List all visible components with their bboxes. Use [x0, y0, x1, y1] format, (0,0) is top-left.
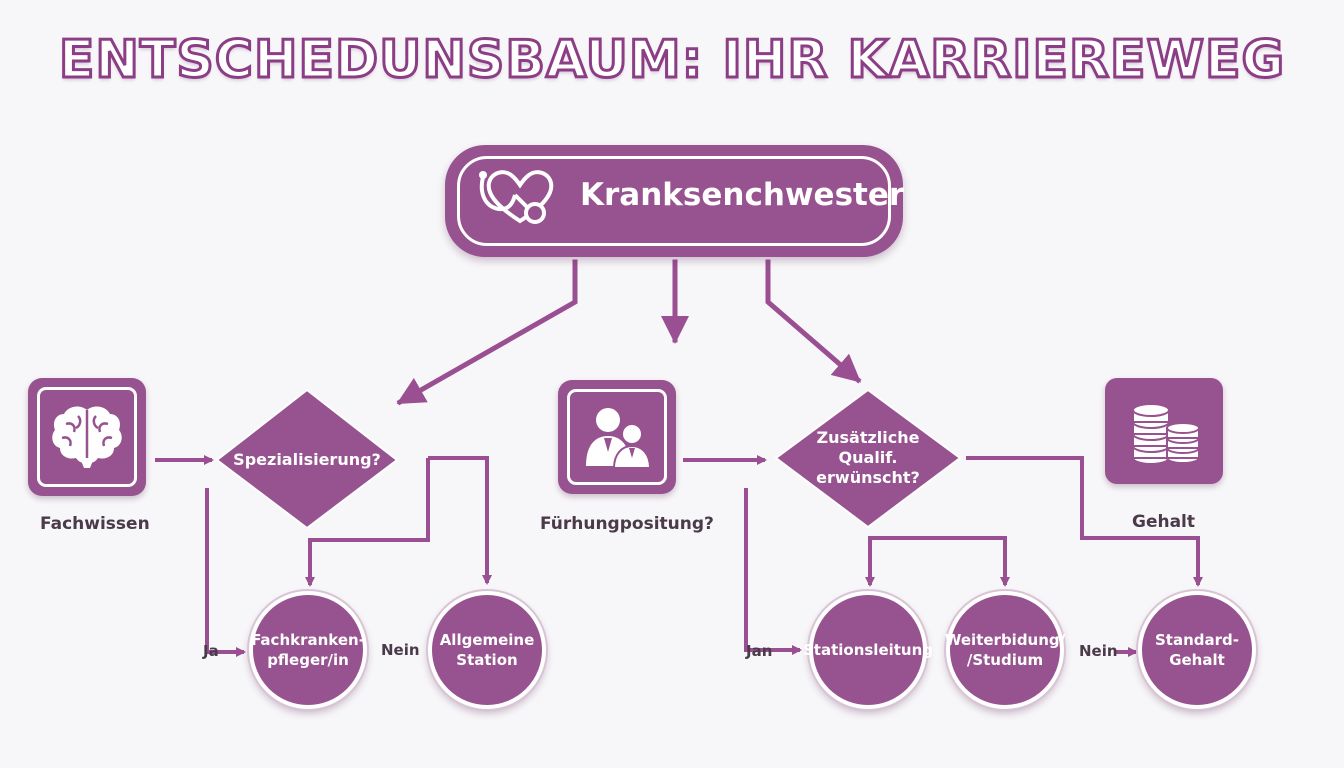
salary-icon-box [1105, 378, 1223, 484]
edge-jan-right [744, 488, 802, 655]
people-icon [586, 408, 652, 469]
outcome-standard-gehalt: Standard- Gehalt [1138, 591, 1256, 709]
edge-label-nein-left: Nein [381, 641, 420, 659]
edge-left-branch-b [428, 456, 492, 585]
edge-left-branch-a [305, 458, 430, 587]
outcome-fachkrankenpfleger: Fachkranken- pfleger/in [249, 591, 367, 709]
leadership-caption: Fürhungpositung? [540, 514, 714, 534]
page-title: ENTSCHEDUNSBAUM: IHR KARRIEREWEG [57, 29, 1286, 92]
fachwissen-icon-box [28, 378, 146, 496]
edge-label-jan: Jan [746, 642, 773, 660]
root-node-label: Kranksenchwester [580, 177, 905, 213]
fachwissen-caption: Fachwissen [40, 514, 150, 534]
edge-label-ja: Ja [203, 642, 219, 660]
edge-label-nein-right: Nein [1079, 642, 1118, 660]
decision-specialization-label: Spezialisierung? [233, 450, 381, 469]
root-node: Kranksenchwester [445, 145, 905, 257]
decision-diamond-specialization [215, 388, 399, 530]
outcome-allgemeine-station: Allgemeine Station [428, 591, 546, 709]
coins-stack-icon [1132, 403, 1200, 464]
brain-icon [52, 406, 122, 468]
outcome-weiterbildung: Weiterbidung/ /Studium [945, 591, 1065, 709]
edge-root-right [765, 259, 862, 384]
stethoscope-heart-icon [475, 163, 565, 237]
decision-qualification-label: Zusätzliche Qualif. erwünscht? [816, 428, 920, 487]
edge-right-salary [966, 456, 1203, 587]
edge-ja-left [205, 488, 246, 657]
outcome-stationsleitung: Stationsleitung [803, 591, 933, 709]
decision-diamond-qualification [774, 388, 962, 529]
leadership-icon-box [558, 380, 676, 494]
edge-right-bracket [868, 536, 1010, 587]
edge-root-left [396, 259, 578, 406]
salary-caption: Gehalt [1132, 512, 1196, 532]
